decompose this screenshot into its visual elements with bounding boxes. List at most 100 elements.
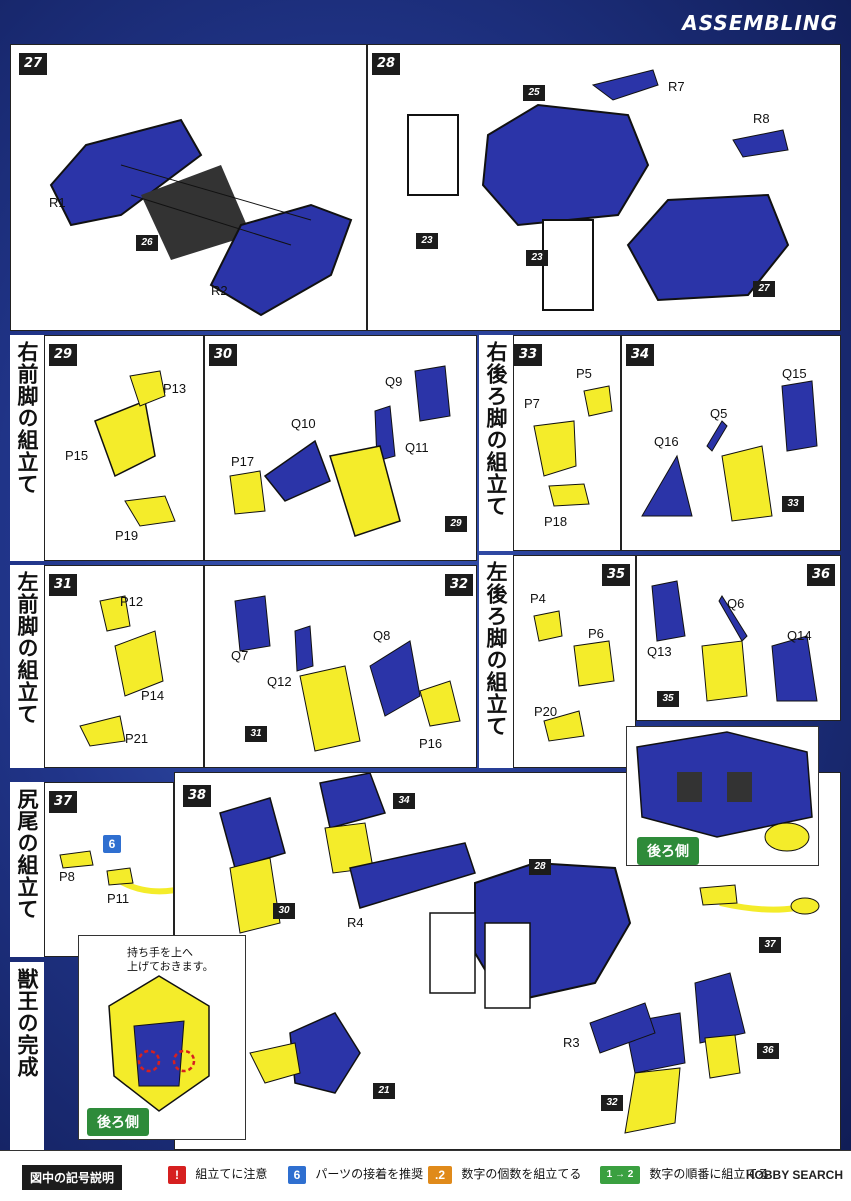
part-label-q6: Q6 [727, 596, 745, 611]
legend-text-caution: 組立てに注意 [195, 1167, 268, 1181]
section-title-right-front-leg: 右前脚の組立て [10, 335, 44, 561]
legend-text-order: 数字の順番に組立てる [649, 1167, 770, 1181]
step-32-panel: 32 Q8 Q7 Q12 P16 31 [204, 565, 477, 768]
part-label-p16: P16 [419, 736, 443, 751]
part-label-p18: P18 [544, 514, 568, 529]
part-label-q8: Q8 [373, 628, 391, 643]
part-tag-34: 34 [393, 793, 415, 809]
step-33-illustration [533, 385, 613, 507]
step-27-panel: 27 R1 26 R2 [10, 44, 367, 331]
caution-icon: ! [168, 1165, 186, 1184]
part-label-q16: Q16 [654, 434, 679, 449]
part-label-p11: P11 [107, 891, 130, 906]
step-33-panel: 33 P5 P7 P18 [513, 335, 621, 551]
part-tag-37: 37 [759, 937, 781, 953]
page-header: ASSEMBLING INSTRUCTIONS [658, 11, 838, 69]
back-side-inset: 後ろ側 [626, 726, 819, 866]
part-tag-21: 21 [373, 1083, 395, 1099]
part-tag-25: 25 [523, 85, 545, 101]
part-tag-28: 28 [529, 859, 551, 875]
order-icon: 1 → 2 [600, 1165, 640, 1184]
part-label-q10: Q10 [291, 416, 316, 431]
part-label-q15: Q15 [782, 366, 807, 381]
head-inset-illustration [108, 975, 210, 1112]
part-label-q11: Q11 [405, 440, 429, 455]
step-31-illustration [79, 595, 164, 747]
part-label-r3: R3 [563, 1035, 580, 1050]
step-number: 35 [602, 564, 630, 586]
step-number: 37 [49, 791, 77, 813]
section-title-right-rear-leg: 右後ろ脚の組立て [479, 335, 513, 551]
step-30-panel: 30 Q9 Q10 Q11 P17 29 [204, 335, 477, 561]
step-35-panel: 35 P4 P6 P20 [513, 555, 636, 768]
part-label-p4: P4 [530, 591, 546, 606]
step-37-panel: 37 6 P8 P11 [44, 782, 174, 957]
part-label-p19: P19 [115, 528, 139, 543]
step-29-illustration [94, 370, 176, 527]
legend-item-glue: 6 パーツの接着を推奨 [288, 1165, 423, 1184]
step-35-illustration [533, 610, 615, 742]
step-number: 28 [372, 53, 400, 75]
part-label-p8: P8 [59, 869, 75, 884]
back-side-badge-upper: 後ろ側 [637, 837, 699, 865]
step-number: 33 [514, 344, 542, 366]
part-label-r1: R1 [49, 195, 66, 210]
part-label-p21: P21 [125, 731, 149, 746]
part-tag-33: 33 [782, 496, 804, 512]
step-36-illustration [651, 580, 818, 702]
step-38-illustration [219, 773, 820, 1134]
legend-title: 図中の記号説明 [22, 1165, 123, 1190]
part-label-p5: P5 [576, 366, 592, 381]
part-tag-30: 30 [273, 903, 295, 919]
part-tag-23a: 23 [416, 233, 438, 249]
step-28-illustration [407, 69, 790, 311]
step-32-illustration [234, 595, 461, 752]
step-36-panel: 36 Q6 Q13 Q14 35 [636, 555, 841, 721]
step-number: 29 [49, 344, 77, 366]
part-label-p15: P15 [65, 448, 89, 463]
part-label-q5: Q5 [710, 406, 728, 421]
part-tag-29: 29 [445, 516, 467, 532]
section-title-completion: 獣王の完成 [10, 962, 44, 1150]
head-inset: 持ち手を上へ 上げておきます。 後ろ側 [78, 935, 246, 1140]
part-label-q13: Q13 [647, 644, 672, 659]
part-label-r4: R4 [347, 915, 364, 930]
step-34-illustration [641, 380, 818, 522]
glue-icon: 6 [288, 1165, 306, 1184]
step-number: 32 [445, 574, 473, 596]
step-number: 27 [19, 53, 47, 75]
part-label-r8: R8 [753, 111, 770, 126]
part-label-p12: P12 [120, 594, 144, 609]
part-label-p6: P6 [588, 626, 604, 641]
step-34-panel: 34 Q15 Q5 Q16 33 [621, 335, 841, 551]
part-label-p17: P17 [231, 454, 255, 469]
legend-item-count: .2 数字の個数を組立てる [428, 1165, 581, 1184]
hand-note-line1: 持ち手を上へ [127, 947, 193, 959]
part-label-p13: P13 [163, 381, 187, 396]
step-37-illustration [59, 850, 173, 895]
part-label-q9: Q9 [385, 374, 403, 389]
step-30-illustration [229, 365, 451, 537]
watermark: HOBBY SEARCH [745, 1168, 843, 1182]
section-title-left-rear-leg: 左後ろ脚の組立て [479, 555, 513, 768]
part-tag-31: 31 [245, 726, 267, 742]
part-label-q12: Q12 [267, 674, 292, 689]
part-tag-23b: 23 [526, 250, 548, 266]
count-icon: .2 [428, 1165, 452, 1184]
legend-item-caution: ! 組立てに注意 [168, 1165, 267, 1184]
step-31-panel: 31 P12 P14 P21 [44, 565, 204, 768]
step-28-panel: 28 25 R7 R8 23 23 27 [367, 44, 841, 331]
part-tag-32: 32 [601, 1095, 623, 1111]
legend-text-count: 数字の個数を組立てる [461, 1167, 582, 1181]
step-27-illustration [49, 118, 353, 317]
part-label-p14: P14 [141, 688, 165, 703]
part-label-p7: P7 [524, 396, 540, 411]
part-tag-26: 26 [136, 235, 158, 251]
part-label-r7: R7 [668, 79, 685, 94]
part-label-q7: Q7 [231, 648, 249, 663]
step-29-panel: 29 P13 P15 P19 [44, 335, 204, 561]
legend-text-glue: パーツの接着を推奨 [315, 1167, 424, 1181]
part-tag-35: 35 [657, 691, 679, 707]
back-side-inset-illustration [636, 731, 813, 852]
step-number: 31 [49, 574, 77, 596]
